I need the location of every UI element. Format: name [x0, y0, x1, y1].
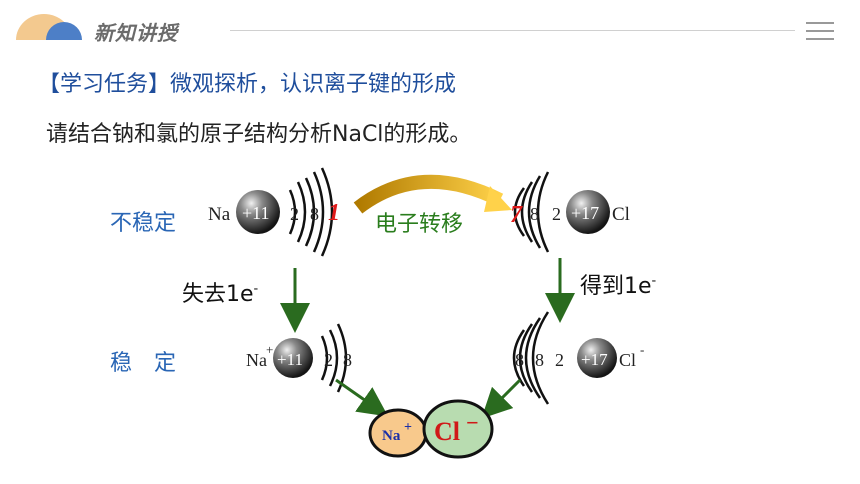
cl-ion-symbol: Cl	[619, 350, 636, 370]
cl-ion-shell-2: 8	[535, 350, 544, 370]
cl-atom-shells	[513, 171, 550, 253]
na-ion-symbol: Na	[246, 350, 267, 370]
na-ion-charge: +	[266, 342, 273, 357]
na-ion-product-label: Na	[382, 428, 401, 444]
electron-transfer-label: 电子转移	[375, 212, 464, 237]
na-atom-shells	[288, 167, 334, 257]
section-title: 新知讲授	[94, 21, 178, 45]
cl-ion-nucleus-charge: +17	[581, 350, 608, 369]
na-ion-shell-1: 2	[324, 350, 333, 370]
cl-atom-nucleus-charge: +17	[571, 203, 599, 223]
menu-icon[interactable]	[806, 20, 834, 42]
header-divider	[230, 30, 795, 31]
cl-ion-product-charge: −	[466, 410, 479, 435]
cl-atom-shell-1: 2	[552, 204, 561, 224]
na-ion-nucleus	[273, 338, 313, 378]
lose-electron-label: 失去1e-	[182, 281, 259, 307]
cl-ion-nucleus	[577, 338, 617, 378]
na-atom-nucleus	[236, 190, 280, 234]
stable-label: 稳 定	[110, 351, 177, 376]
instruction-text: 请结合钠和氯的原子结构分析NaCl的形成。	[46, 122, 472, 147]
gain-electron-label: 得到1e-	[580, 273, 657, 299]
na-atom-nucleus-charge: +11	[242, 203, 269, 223]
na-atom-symbol: Na	[208, 204, 231, 225]
cl-ion-product-sphere	[422, 399, 494, 459]
cl-atom-nucleus	[566, 190, 610, 234]
na-to-product-arrow	[335, 378, 389, 417]
na-ion-nucleus-charge: +11	[277, 350, 303, 369]
cl-ion-shell-1: 2	[555, 350, 564, 370]
cl-to-product-arrow	[481, 378, 522, 419]
section-logo-icon	[16, 14, 82, 40]
na-ion-product-charge: +	[404, 420, 412, 435]
cl-atom-symbol: Cl	[612, 204, 630, 225]
na-atom-valence: 1	[328, 200, 340, 226]
na-ion-shell-2: 8	[343, 350, 352, 370]
task-title: 【学习任务】微观探析，认识离子键的形成	[38, 72, 457, 97]
cl-ion-shell-3: 8	[515, 350, 524, 370]
na-atom-shell-2: 8	[310, 204, 319, 224]
cl-atom-valence: 7	[510, 202, 523, 228]
cl-atom-shell-2: 8	[530, 204, 539, 224]
cl-ion-charge: -	[640, 342, 644, 357]
na-ion-shells	[320, 323, 348, 393]
cl-ion-product-label: Cl	[434, 417, 460, 446]
unstable-label: 不稳定	[110, 211, 177, 236]
na-atom-shell-1: 2	[290, 204, 299, 224]
